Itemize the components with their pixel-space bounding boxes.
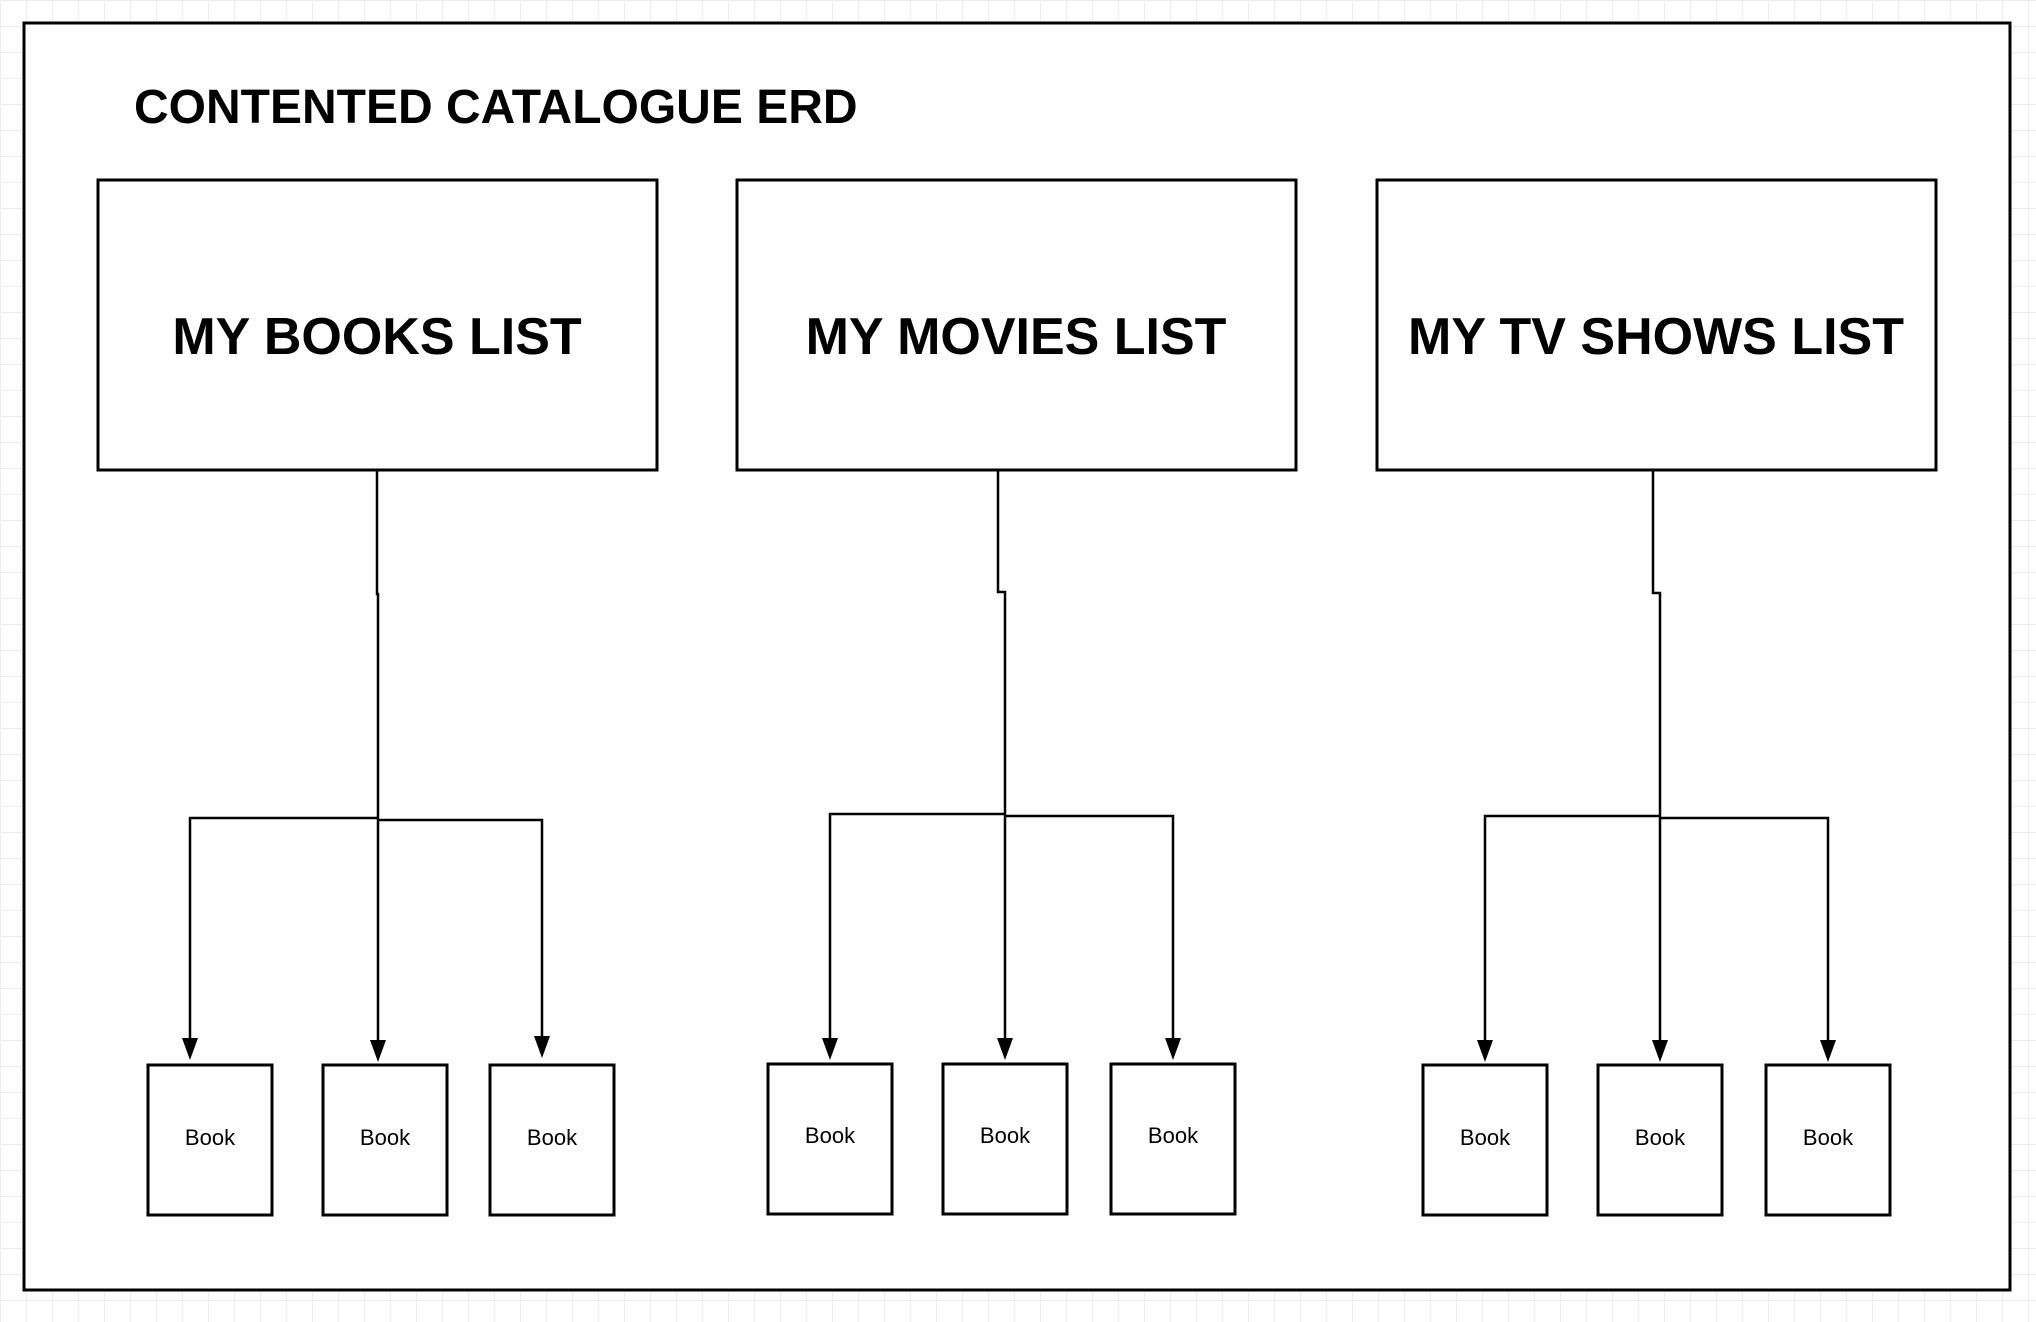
tvshows-item-3[interactable]	[1764, 1063, 1892, 1217]
movies-connector-right	[1005, 814, 1175, 1040]
books-connector-left	[188, 816, 378, 1042]
tvshows-arrowhead-right	[1820, 1040, 1836, 1062]
books-item-2[interactable]	[321, 1063, 449, 1217]
books-connector-right	[378, 818, 544, 1040]
books-item-3[interactable]	[488, 1063, 616, 1217]
movies-item-2-label: Book	[980, 1123, 1031, 1148]
books-item-1-label: Book	[185, 1125, 236, 1150]
books-arrowhead-middle	[370, 1040, 386, 1062]
movies-trunk-connector	[996, 470, 1007, 814]
tvshows-item-3-label: Book	[1803, 1125, 1854, 1150]
books-item-2-label: Book	[360, 1125, 411, 1150]
movies-arrowhead-middle	[997, 1038, 1013, 1060]
movies-list-group: MY MOVIES LIST Book Book Book	[735, 178, 1298, 1216]
tvshows-connector-left	[1483, 814, 1660, 1040]
tvshows-list-group: MY TV SHOWS LIST Book Book Book	[1375, 178, 1938, 1217]
tvshows-connector-right	[1660, 816, 1830, 1040]
tvshows-arrowhead-left	[1477, 1040, 1493, 1062]
movies-list-label: MY MOVIES LIST	[806, 308, 1227, 366]
books-list-entity[interactable]	[96, 178, 659, 472]
tvshows-list-label: MY TV SHOWS LIST	[1408, 308, 1904, 366]
books-list-label: MY BOOKS LIST	[172, 308, 582, 366]
books-item-3-label: Book	[527, 1125, 578, 1150]
diagram-title: CONTENTED CATALOGUE ERD	[134, 81, 858, 134]
tvshows-item-1-label: Book	[1460, 1125, 1511, 1150]
tvshows-arrowhead-middle	[1652, 1040, 1668, 1062]
books-arrowhead-left	[182, 1038, 198, 1060]
tvshows-list-entity[interactable]	[1375, 178, 1938, 472]
books-arrowhead-right	[534, 1036, 550, 1058]
movies-arrowhead-right	[1165, 1038, 1181, 1060]
movies-list-entity[interactable]	[735, 178, 1298, 472]
tvshows-trunk-connector	[1651, 470, 1662, 816]
books-list-group: MY BOOKS LIST Book Book Book	[96, 178, 659, 1217]
tvshows-item-2-label: Book	[1635, 1125, 1686, 1150]
tvshows-item-1[interactable]	[1421, 1063, 1549, 1217]
movies-connector-left	[828, 812, 1005, 1040]
movies-item-1[interactable]	[766, 1062, 894, 1216]
tvshows-item-2[interactable]	[1596, 1063, 1724, 1217]
movies-item-3[interactable]	[1109, 1062, 1237, 1216]
movies-item-2[interactable]	[941, 1062, 1069, 1216]
movies-item-3-label: Book	[1148, 1123, 1199, 1148]
movies-item-1-label: Book	[805, 1123, 856, 1148]
movies-arrowhead-left	[822, 1038, 838, 1060]
books-trunk-connector	[375, 470, 380, 818]
books-item-1[interactable]	[146, 1063, 274, 1217]
